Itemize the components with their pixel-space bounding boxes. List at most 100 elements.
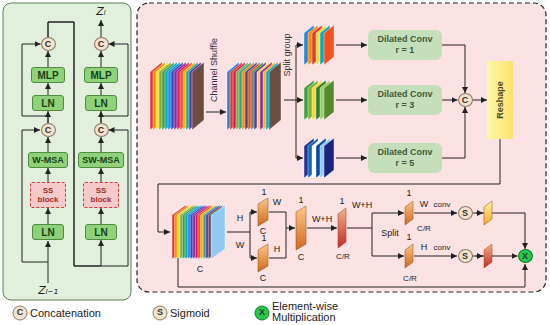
operator-circle: C (458, 93, 473, 107)
dimension-label: conv (434, 201, 451, 210)
label-slot: H (274, 245, 281, 255)
legend-text: Sigmoid (170, 308, 250, 319)
label-slot: H (237, 214, 244, 224)
channel-plate (324, 80, 334, 120)
dilated-conv-box: Dilated Convr = 3 (368, 85, 442, 115)
process-box: LN (85, 95, 117, 111)
label-slot: 1 (339, 197, 344, 207)
annotation: Split group (283, 33, 293, 76)
legend-concat-symbol (13, 306, 27, 320)
node-text: Dilated Conv (377, 34, 432, 45)
label-slot: W+H (352, 201, 372, 211)
channel-stacks (150, 25, 334, 259)
connector (101, 208, 102, 224)
label-slot: 1 (261, 234, 266, 244)
node-text: MLP (90, 70, 111, 81)
connector (22, 44, 48, 123)
dimension-label: 1 (298, 196, 303, 206)
operator-circle: C (41, 123, 56, 137)
reshape-box: Reshape (487, 61, 513, 139)
legend-entry: Element-wise Multiplication (272, 301, 367, 323)
w-slice (258, 198, 268, 226)
node-text: C (45, 39, 52, 49)
label-slot: C/R (336, 253, 350, 262)
process-box: SW-MSA (78, 152, 124, 168)
annotation: Channel Shuffle (210, 38, 220, 102)
h-attention-slice (484, 244, 492, 268)
dilated-conv-box: Dilated Convr = 1 (368, 30, 442, 60)
node-text: Dilated Conv (377, 147, 432, 158)
connector (101, 137, 102, 152)
conv-arrow (414, 213, 457, 214)
node-text: Dilated Conv (377, 89, 432, 100)
dimension-label: H (237, 214, 244, 224)
legend-text: Concatenation (30, 308, 150, 319)
connector (442, 100, 458, 101)
output-wire (101, 20, 102, 37)
label-slot: C (17, 308, 24, 318)
dimension-label: C/R (403, 275, 417, 284)
dimension-label: C (197, 265, 204, 275)
dimension-label: H (274, 245, 281, 255)
shuffle-arrow (206, 112, 226, 113)
legend-symbol-letter: C (17, 308, 24, 318)
legend-entry: Concatenation (30, 308, 150, 319)
channel-plate (324, 138, 334, 178)
pool-wire (227, 212, 250, 258)
identity-wire (178, 258, 525, 287)
connector (48, 83, 49, 95)
label-slot: C (260, 274, 267, 284)
h-slice (258, 244, 268, 272)
process-box: LN (32, 224, 64, 240)
circle-shape (41, 124, 55, 137)
label-slot: 1 (298, 196, 303, 206)
zoom-panel (137, 3, 546, 292)
node-text: r = 3 (396, 100, 415, 111)
group-arrow (336, 100, 367, 101)
ss-block-box: SS block (30, 182, 66, 208)
label-slot: C (197, 265, 204, 275)
label-slot: W (420, 200, 429, 210)
label-slot: Zₗ (96, 6, 105, 18)
node-text: S (462, 208, 468, 218)
label-slot: Zₗ₋₁ (38, 285, 58, 297)
node-text: Reshape (495, 81, 505, 119)
dimension-label: H (421, 243, 428, 253)
ss-block-box: SS block (83, 182, 119, 208)
sigmoid-arrow (476, 213, 483, 214)
circle-shape (94, 38, 108, 51)
dimension-label: 1 (339, 197, 344, 207)
split-arrow (372, 256, 404, 257)
node-text: W-MSA (32, 155, 63, 166)
multiply-circle: X (518, 249, 533, 263)
layout-wires (22, 20, 525, 287)
operator-circle: C (94, 123, 109, 137)
connector (101, 44, 128, 123)
reduced-slice (338, 208, 346, 248)
label-slot: conv (434, 244, 451, 253)
label-slot: 1 (406, 233, 411, 243)
process-box: MLP (31, 67, 65, 83)
reshape-wire (158, 139, 500, 232)
node-text: LN (94, 227, 107, 238)
node-text: S (462, 251, 468, 261)
label-slot: W+H (312, 215, 332, 225)
dimension-label: W+H (352, 201, 372, 211)
split-arrow (296, 45, 303, 46)
layer-variable: Zₗ₋₁ (38, 285, 58, 297)
split-wire (347, 213, 372, 256)
operator-circle: S (458, 249, 473, 263)
circle-shape (458, 94, 472, 107)
label-slot: X (259, 308, 265, 318)
conv-arrow (307, 228, 337, 229)
channel-plate (192, 62, 204, 130)
merge-arrow (286, 228, 295, 229)
node-text: C (98, 39, 105, 49)
dimension-label: 1 (406, 233, 411, 243)
dimension-label: W+H (312, 215, 332, 225)
circle-shape (94, 124, 108, 137)
feature-slices (258, 198, 492, 272)
connector (101, 168, 102, 182)
label-slot: S (157, 308, 163, 318)
concat-slice (296, 206, 306, 250)
